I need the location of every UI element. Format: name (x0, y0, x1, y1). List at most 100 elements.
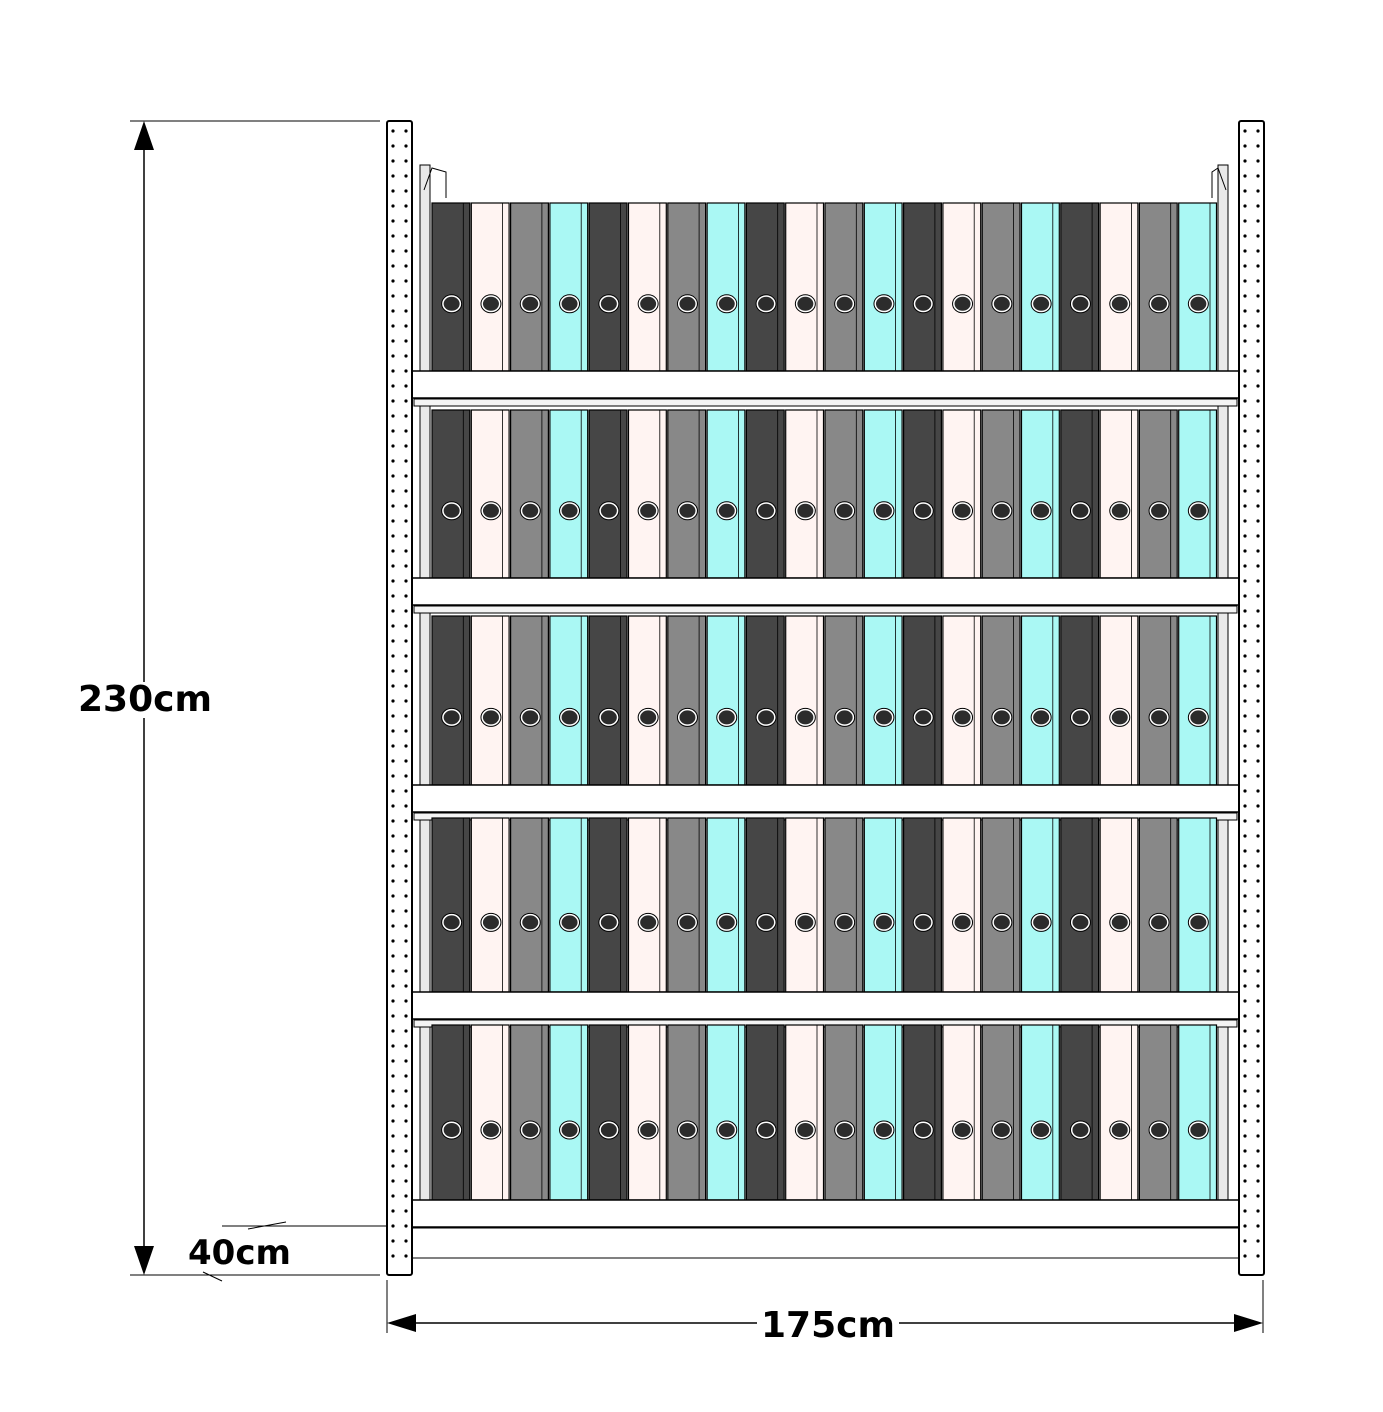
binder-hole-icon (1111, 710, 1128, 725)
binder-hole-icon (679, 915, 696, 930)
upright-hole-icon (1256, 324, 1260, 328)
upright-hole-icon (391, 744, 395, 748)
upright-hole-icon (1256, 789, 1260, 793)
upright-hole-icon (404, 1149, 408, 1153)
binder-spine (1020, 817, 1060, 993)
upright-hole-icon (1243, 159, 1247, 163)
binder-hole-icon (1111, 296, 1128, 311)
upright-hole-icon (404, 849, 408, 853)
binder-spine (1099, 409, 1139, 579)
binder-spine (981, 615, 1021, 786)
upright-hole-icon (1256, 399, 1260, 403)
binder-spine (863, 409, 903, 579)
upright-hole-icon (1243, 624, 1247, 628)
binder-hole-icon (954, 915, 971, 930)
upright-hole-icon (1243, 519, 1247, 523)
binder (510, 409, 550, 579)
upright-hole-icon (391, 264, 395, 268)
binder (588, 1024, 628, 1201)
upright-hole-icon (1243, 384, 1247, 388)
upright-hole-icon (404, 549, 408, 553)
binder-spine (863, 817, 903, 993)
binder-hole-icon (915, 296, 932, 311)
binder-spine (1060, 202, 1100, 372)
binder-hole-icon (1190, 296, 1207, 311)
upright-hole-icon (1243, 324, 1247, 328)
binder (902, 615, 942, 786)
binder-spine (942, 615, 982, 786)
height-label: 230cm (76, 679, 214, 720)
binder-spine (1099, 1024, 1139, 1201)
upright-hole-icon (1256, 339, 1260, 343)
binder-hole-icon (522, 710, 539, 725)
upright-hole-icon (404, 789, 408, 793)
upright-hole-icon (1243, 339, 1247, 343)
binder-hole-icon (1033, 503, 1050, 518)
binder (785, 817, 825, 993)
binder-spine (706, 817, 746, 993)
upright-hole-icon (1256, 354, 1260, 358)
rear-clip-left (423, 167, 447, 198)
upright-hole-icon (1256, 804, 1260, 808)
binder (588, 409, 628, 579)
binder (470, 1024, 510, 1201)
binder (1178, 817, 1218, 993)
binder (549, 409, 589, 579)
binder (431, 615, 471, 786)
upright-hole-icon (404, 294, 408, 298)
upright-hole-icon (404, 519, 408, 523)
upright-hole-icon (1243, 759, 1247, 763)
front-upright-left (386, 120, 413, 1276)
upright-hole-icon (1243, 1029, 1247, 1033)
binder-hole-icon (836, 1123, 853, 1137)
binder (627, 409, 667, 579)
upright-hole-icon (404, 249, 408, 253)
binder-spine (745, 817, 785, 993)
binder-spine (588, 202, 628, 372)
binder-spine (706, 615, 746, 786)
shelf-beam (411, 370, 1240, 399)
upright-hole-icon (1243, 129, 1247, 133)
upright-hole-icon (391, 309, 395, 313)
binder (431, 817, 471, 993)
binder (863, 409, 903, 579)
binder (1178, 409, 1218, 579)
binder-hole-icon (1033, 1123, 1050, 1137)
upright-hole-icon (1243, 249, 1247, 253)
binder-spine (510, 202, 550, 372)
binder (1178, 1024, 1218, 1201)
binder-spine (863, 615, 903, 786)
binder (706, 817, 746, 993)
upright-hole-icon (1256, 534, 1260, 538)
binder (902, 1024, 942, 1201)
binder (667, 202, 707, 372)
upright-hole-icon (1243, 924, 1247, 928)
upright-hole-icon (404, 1224, 408, 1228)
binder (824, 202, 864, 372)
binder-spine (785, 817, 825, 993)
upright-hole-icon (391, 939, 395, 943)
upright-hole-icon (404, 1254, 408, 1258)
width-label: 175cm (757, 1308, 899, 1344)
arrow-down-icon (134, 1246, 154, 1275)
binder-hole-icon (482, 296, 499, 311)
upright-hole-icon (391, 534, 395, 538)
binder-hole-icon (875, 915, 892, 930)
upright-hole-icon (391, 849, 395, 853)
binder-spine (549, 615, 589, 786)
upright-hole-icon (391, 129, 395, 133)
upright-hole-icon (391, 924, 395, 928)
binder-hole-icon (679, 710, 696, 725)
shelf-decking (413, 605, 1238, 614)
binder (431, 202, 471, 372)
upright-post (1238, 120, 1265, 1276)
binder (667, 817, 707, 993)
binder (1060, 409, 1100, 579)
binder-hole-icon (443, 503, 460, 518)
upright-hole-icon (1256, 204, 1260, 208)
upright-hole-icon (391, 234, 395, 238)
binder (1138, 1024, 1178, 1201)
binder (667, 1024, 707, 1201)
upright-hole-icon (391, 399, 395, 403)
upright-hole-icon (1243, 369, 1247, 373)
